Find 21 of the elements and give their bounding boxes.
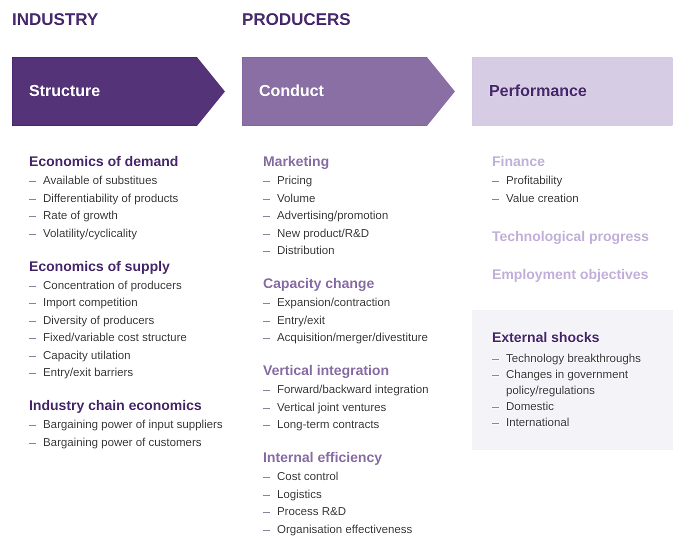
list-item: Bargaining power of input suppliers: [29, 417, 224, 433]
chevron-banner: [472, 57, 673, 126]
banner-title: Structure: [29, 82, 100, 100]
section-heading: Technological progress: [492, 226, 650, 244]
shock-panel: [472, 310, 673, 450]
section-heading: Vertical integration: [263, 361, 390, 379]
section-heading: Capacity change: [263, 274, 376, 292]
section-heading: Marketing: [263, 152, 330, 170]
section-heading: External shocks: [492, 328, 600, 346]
banner-title: Performance: [489, 82, 587, 100]
section-heading: Economics of demand: [29, 152, 180, 170]
chevron-banner: [242, 57, 455, 126]
section-heading: Employment objectives: [492, 264, 650, 282]
chevron-banner: [12, 57, 225, 126]
section-heading: Finance: [492, 152, 546, 170]
column-title: INDUSTRY: [12, 10, 98, 30]
section-heading: Economics of supply: [29, 256, 171, 274]
section-heading: Industry chain economics: [29, 396, 203, 414]
column-title: PRODUCERS: [242, 10, 351, 30]
banner-title: Conduct: [259, 82, 324, 100]
section-heading: Internal efficiency: [263, 448, 384, 466]
